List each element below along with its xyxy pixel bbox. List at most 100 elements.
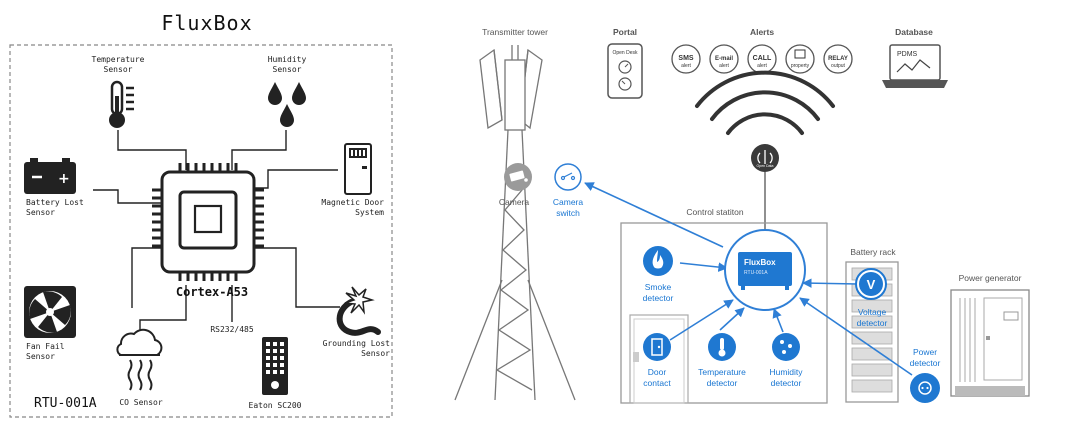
door-contact-node: Door contact [643, 333, 671, 388]
camera-switch-label-2: switch [556, 208, 580, 218]
svg-text:SMS: SMS [678, 55, 694, 62]
temperature-label-1: Temperature [92, 55, 145, 64]
antenna-label: Open Data [757, 164, 774, 168]
camera-switch-node: Camera switch [553, 163, 584, 218]
dashed-border [9, 44, 393, 418]
svg-text:RELAY: RELAY [828, 56, 848, 62]
door-contact-label-2: contact [643, 378, 671, 388]
plug-icon [918, 381, 932, 395]
grounding-lost-sensor: Grounding Lost Sensor [323, 286, 391, 358]
hub-device-icon: FluxBox RTU-001A [738, 252, 792, 290]
temperature-detector-label-2: detector [707, 378, 738, 388]
temperature-sensor: Temperature Sensor [92, 55, 145, 128]
fan-icon [24, 286, 76, 338]
portal-tablet-icon: Open Desk [607, 43, 643, 99]
door-label-2: System [355, 208, 384, 217]
controller-panel-icon [262, 337, 288, 395]
voltage-label-1: Voltage [858, 307, 887, 317]
door-contact-label-1: Door [648, 367, 667, 377]
power-detector-label-1: Power [913, 347, 937, 357]
broken-cable-icon [336, 286, 381, 336]
voltage-detector-node: V Voltage detector [855, 268, 888, 328]
smoke-detector-node: Smoke detector [643, 246, 674, 303]
battery-label-2: Sensor [26, 208, 55, 217]
power-detector-node: Power detector [910, 347, 941, 403]
call-alert-icon: CALL alert [747, 44, 777, 74]
transmitter-tower-icon [454, 45, 576, 401]
temperature-detector-node: Temperature detector [698, 333, 746, 388]
camera-icon [509, 170, 528, 182]
fan-label-2: Sensor [26, 352, 55, 361]
portal-label: Portal [613, 27, 637, 37]
magnetic-door-sensor: Magnetic Door System [321, 143, 384, 217]
email-alert-icon: E-mail alert [709, 44, 739, 74]
wifi-signal-icon [695, 70, 835, 135]
rs-label: RS232/485 [210, 325, 254, 334]
battery-label-1: Battery Lost [26, 198, 84, 207]
grounding-label-2: Sensor [361, 349, 390, 358]
svg-text:E-mail: E-mail [715, 56, 733, 62]
db-screen-text: PDMS [897, 51, 918, 58]
chip-label: Cortex-A53 [176, 285, 248, 299]
humidity-label-2: Sensor [273, 65, 302, 74]
wires [93, 130, 340, 330]
grounding-label-1: Grounding Lost [323, 339, 391, 348]
fan-label-1: Fan Fail [26, 342, 65, 351]
svg-text:alert: alert [719, 63, 729, 69]
alerts-label: Alerts [750, 27, 774, 37]
co-sensor: CO Sensor [116, 328, 163, 407]
switch-icon [560, 172, 576, 181]
fan-fail-sensor: Fan Fail Sensor [24, 286, 76, 361]
hub-name: FluxBox [744, 258, 776, 267]
sms-alert-icon: SMS alert [671, 44, 701, 74]
door-icon [651, 338, 663, 356]
humidity-detector-node: Humidity detector [769, 333, 803, 388]
svg-text:alert: alert [757, 63, 767, 69]
fluxbox-title: FluxBox [161, 11, 252, 35]
thermometer-icon [109, 80, 134, 128]
camera-switch-label-1: Camera [553, 197, 584, 207]
control-station-label: Control statiton [686, 207, 743, 217]
alert-icons: SMS alert E-mail alert CALL alert proper… [671, 44, 853, 74]
smoke-label-2: detector [643, 293, 674, 303]
voltage-symbol: V [867, 277, 876, 292]
humidity-label-1: Humidity [268, 55, 307, 64]
cortex-chip: Cortex-A53 [152, 163, 264, 299]
flame-icon [652, 250, 664, 269]
smoke-label-1: Smoke [645, 282, 672, 292]
power-generator-label: Power generator [959, 273, 1022, 283]
power-generator: Power generator [950, 273, 1030, 397]
control-station: Control statiton [620, 207, 828, 404]
humidity-detector-label-2: detector [771, 378, 802, 388]
svg-text:+: + [58, 171, 70, 187]
left-panel: FluxBox Cortex-A53 [9, 11, 393, 418]
connection-arrows [584, 182, 913, 376]
camera-label: Camera [499, 197, 530, 207]
humidity-sensor: Humidity Sensor [268, 55, 307, 127]
svg-text:CALL: CALL [753, 55, 772, 62]
svg-text:property: property [791, 63, 810, 69]
eaton-controller: RS232/485 Eaton SC200 [210, 302, 302, 410]
gas-cloud-icon [116, 328, 163, 391]
power-detector-label-2: detector [910, 358, 941, 368]
humidity-detector-label-1: Humidity [769, 367, 803, 377]
database-label: Database [895, 27, 933, 37]
database-laptop-icon: PDMS [882, 44, 948, 88]
relay-output-icon: RELAY output [823, 44, 853, 74]
fluxbox-hub: FluxBox RTU-001A [724, 229, 806, 311]
svg-text:alert: alert [681, 63, 691, 69]
svg-text:output: output [831, 63, 846, 69]
thermometer-small-icon [718, 338, 726, 357]
water-drops-icon [268, 82, 306, 127]
voltage-label-2: detector [857, 318, 888, 328]
temperature-label-2: Sensor [104, 65, 133, 74]
droplets-icon [780, 340, 792, 354]
hub-model: RTU-001A [744, 270, 768, 276]
property-alert-icon: property [785, 44, 815, 74]
right-panel: Transmitter tower Portal Alerts Database… [454, 27, 1030, 404]
battery-lost-sensor: + Battery Lost Sensor [24, 158, 84, 217]
door-panel-icon [344, 143, 372, 195]
battery-icon: + [24, 158, 76, 194]
antenna-node: Open Data [751, 144, 779, 236]
